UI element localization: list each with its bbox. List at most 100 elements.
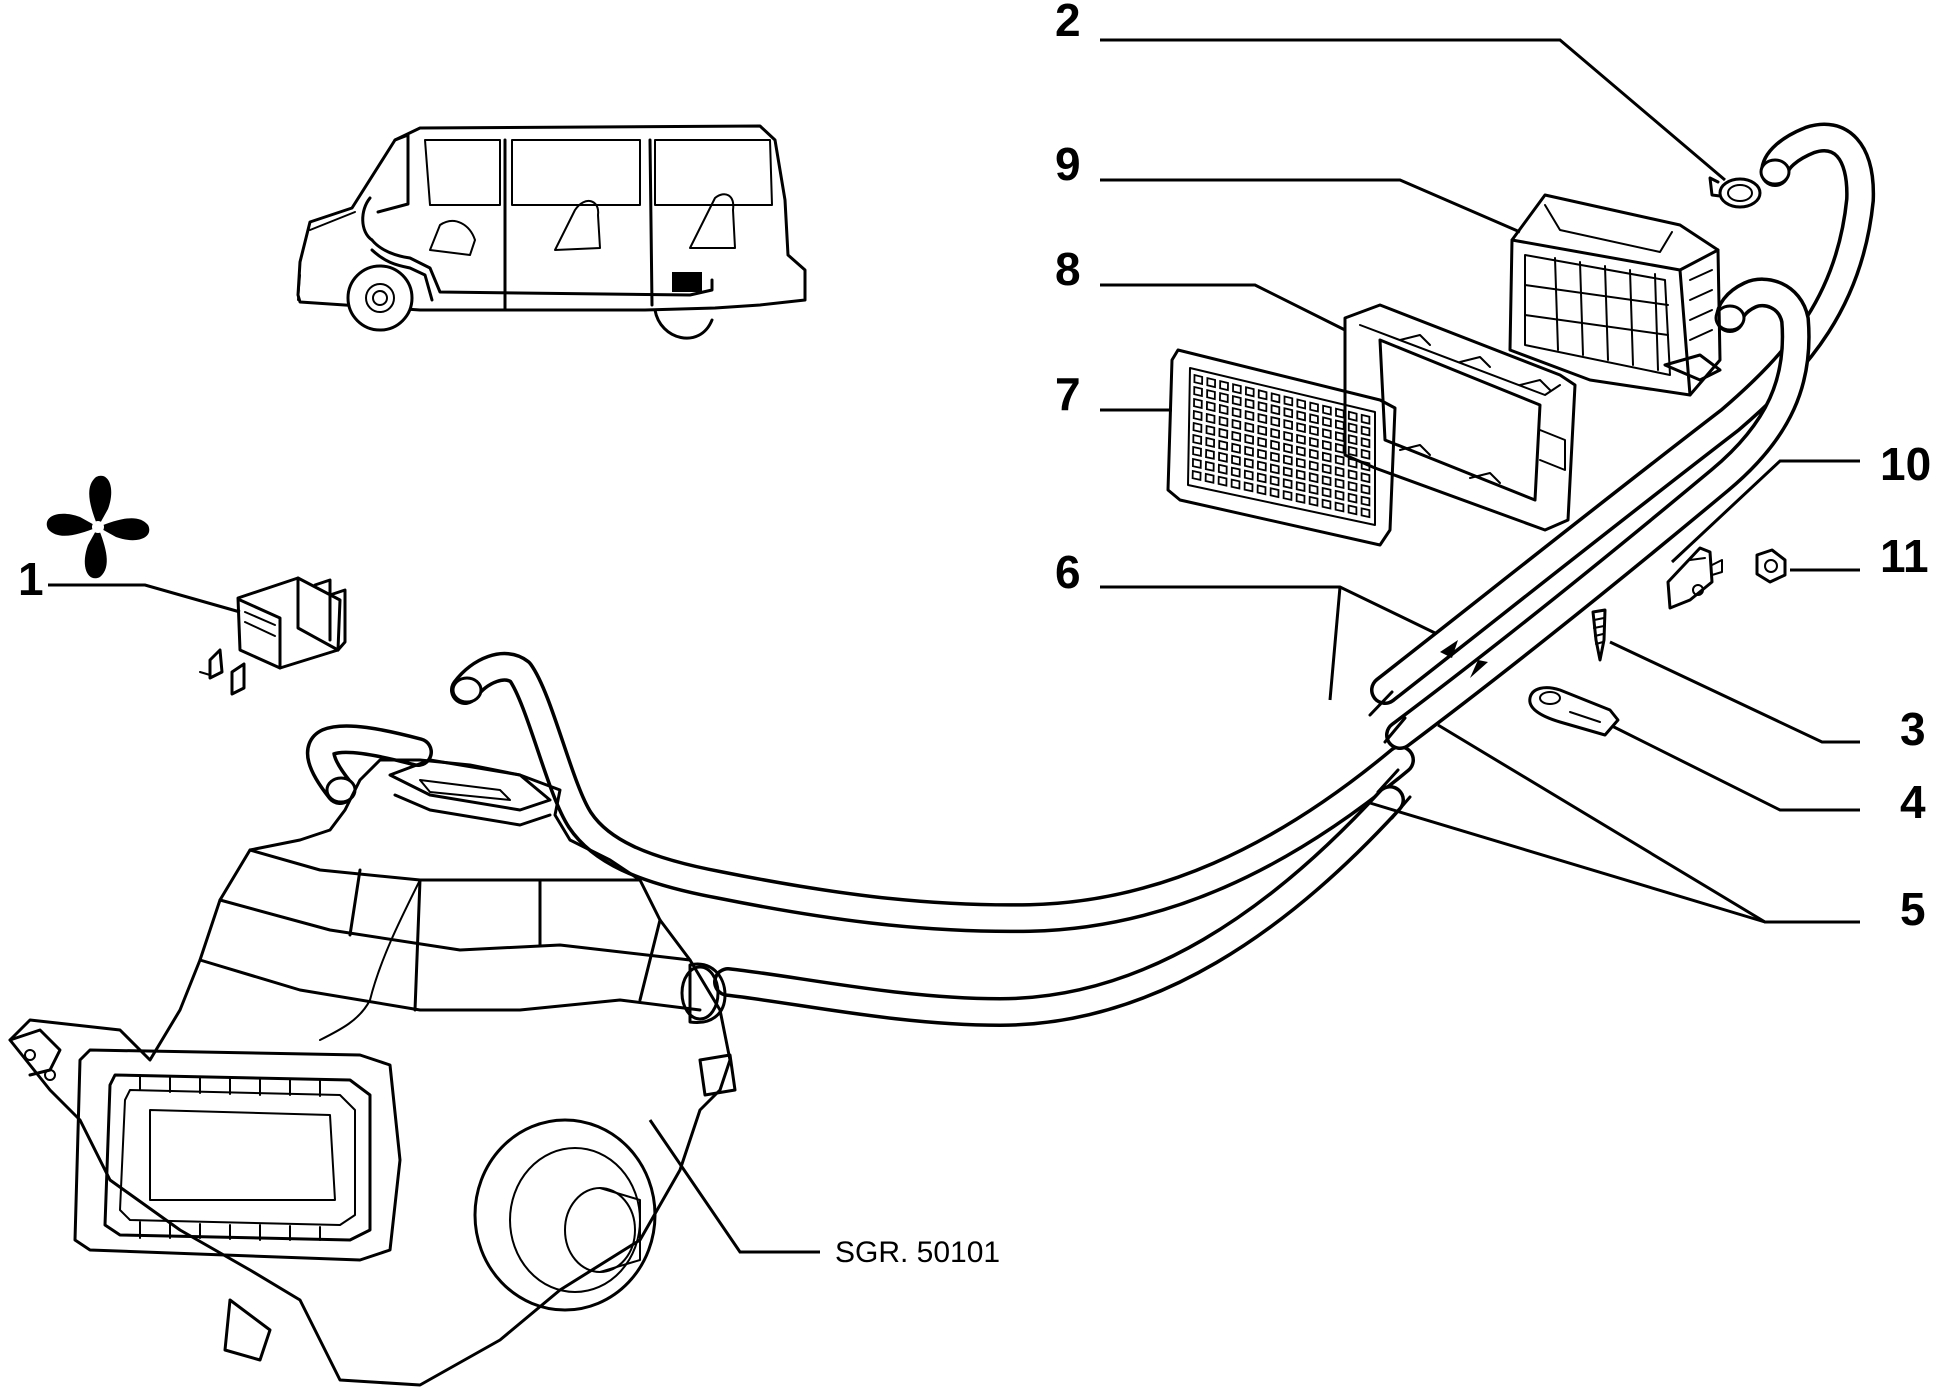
grille-cell xyxy=(1243,481,1254,493)
grille-cell xyxy=(1256,472,1267,484)
grille-cell xyxy=(1347,422,1358,434)
grille-cell xyxy=(1269,487,1280,499)
grille-cell xyxy=(1321,498,1332,510)
grille-cell xyxy=(1308,472,1319,484)
heater-unit xyxy=(8,758,737,1387)
grille-cell xyxy=(1360,437,1371,449)
grille-cell xyxy=(1270,415,1281,428)
grille-cell xyxy=(1205,412,1216,425)
grille-cell xyxy=(1283,442,1293,454)
grille-cell xyxy=(1206,376,1217,389)
grille-cell xyxy=(1334,442,1345,454)
clip-bracket xyxy=(1666,546,1723,610)
grille-cell xyxy=(1360,425,1371,437)
grille-cell xyxy=(1244,433,1255,445)
grille-cell xyxy=(1360,507,1371,519)
grille-cell xyxy=(1191,469,1202,482)
grille-cell xyxy=(1309,436,1319,448)
grille-cell xyxy=(1308,448,1319,460)
leader-lines xyxy=(48,38,1860,1254)
grille-cell xyxy=(1243,469,1254,481)
grille-cell xyxy=(1282,478,1293,490)
grille-cell xyxy=(1347,445,1358,457)
grille-cell xyxy=(1232,383,1242,395)
callout-6: 6 xyxy=(1055,546,1081,598)
grille-cell xyxy=(1308,495,1319,507)
callout-8: 8 xyxy=(1055,243,1081,295)
grille-cell xyxy=(1230,478,1241,490)
grille-cell xyxy=(1230,466,1241,478)
grille-cell xyxy=(1231,442,1241,454)
grille-cell xyxy=(1217,463,1228,475)
grille-cell xyxy=(1360,495,1371,507)
grille-cell xyxy=(1322,451,1332,463)
grille-cell xyxy=(1231,406,1242,419)
grille-cell xyxy=(1205,400,1216,413)
grille-cell xyxy=(1218,403,1229,416)
grille-cell xyxy=(1322,428,1332,440)
grille-cell xyxy=(1257,389,1268,401)
grille-cell xyxy=(1270,451,1280,463)
grille-cell xyxy=(1192,445,1202,458)
nut xyxy=(1755,548,1787,584)
grille-cell xyxy=(1309,401,1319,413)
callout-11: 11 xyxy=(1880,530,1929,582)
callout-4: 4 xyxy=(1900,776,1926,828)
grille-cell xyxy=(1205,424,1216,437)
grille-cell xyxy=(1193,373,1204,386)
grille-cell xyxy=(1283,407,1294,419)
grille-cell xyxy=(1218,427,1229,440)
grille-cell xyxy=(1204,460,1215,472)
grille-cell xyxy=(1296,410,1306,422)
grille-cell xyxy=(1309,413,1319,425)
grille-cell xyxy=(1360,413,1371,425)
grille-cell xyxy=(1296,445,1306,457)
grille-cell xyxy=(1334,489,1345,501)
grille-cell xyxy=(1231,418,1242,431)
callout-1: 1 xyxy=(18,553,44,605)
grille-cell xyxy=(1257,424,1268,437)
grille-cell xyxy=(1335,431,1345,443)
grille-cell xyxy=(1192,421,1203,434)
grille-cell xyxy=(1205,448,1215,460)
grille-cell xyxy=(1283,395,1294,407)
grille-cell xyxy=(1309,425,1319,437)
grille-cell xyxy=(1282,466,1293,478)
grille-cell xyxy=(1295,481,1306,493)
grille-cell xyxy=(1335,407,1345,419)
grille-cell xyxy=(1204,472,1215,484)
van-icon xyxy=(296,124,807,340)
hose-clamp xyxy=(1708,176,1762,209)
grille-cell xyxy=(1322,416,1332,428)
grille-cell xyxy=(1257,436,1267,448)
grille-cell xyxy=(1244,386,1255,398)
grille-cell xyxy=(1244,398,1255,410)
grille-cell xyxy=(1270,463,1280,475)
grille-cell xyxy=(1206,388,1216,401)
grille-cell xyxy=(1322,404,1332,416)
grille-cell xyxy=(1360,483,1371,495)
grille-cell xyxy=(1192,409,1203,422)
grille-cell xyxy=(1231,430,1242,442)
grille-cell xyxy=(1256,460,1267,472)
grille-cell xyxy=(1244,409,1255,422)
grille-cell xyxy=(1360,472,1371,484)
grille-cell xyxy=(1191,457,1202,470)
grille-cell xyxy=(1192,433,1203,446)
callout-3: 3 xyxy=(1900,703,1926,755)
grille-cell xyxy=(1347,504,1358,516)
mounting-frame xyxy=(1343,303,1577,532)
grille-cell xyxy=(1347,492,1358,504)
grille-cell xyxy=(1322,439,1332,451)
grille-cell xyxy=(1295,469,1306,481)
grille-cell xyxy=(1244,421,1255,434)
grille-cell xyxy=(1334,454,1345,466)
callout-9: 9 xyxy=(1055,138,1081,190)
grille-cell xyxy=(1282,454,1293,466)
callout-10: 10 xyxy=(1880,438,1931,490)
grille-mesh xyxy=(1191,373,1371,519)
grille-cell xyxy=(1360,460,1371,472)
hose-clip xyxy=(1528,686,1620,737)
grille-cell xyxy=(1347,469,1358,481)
